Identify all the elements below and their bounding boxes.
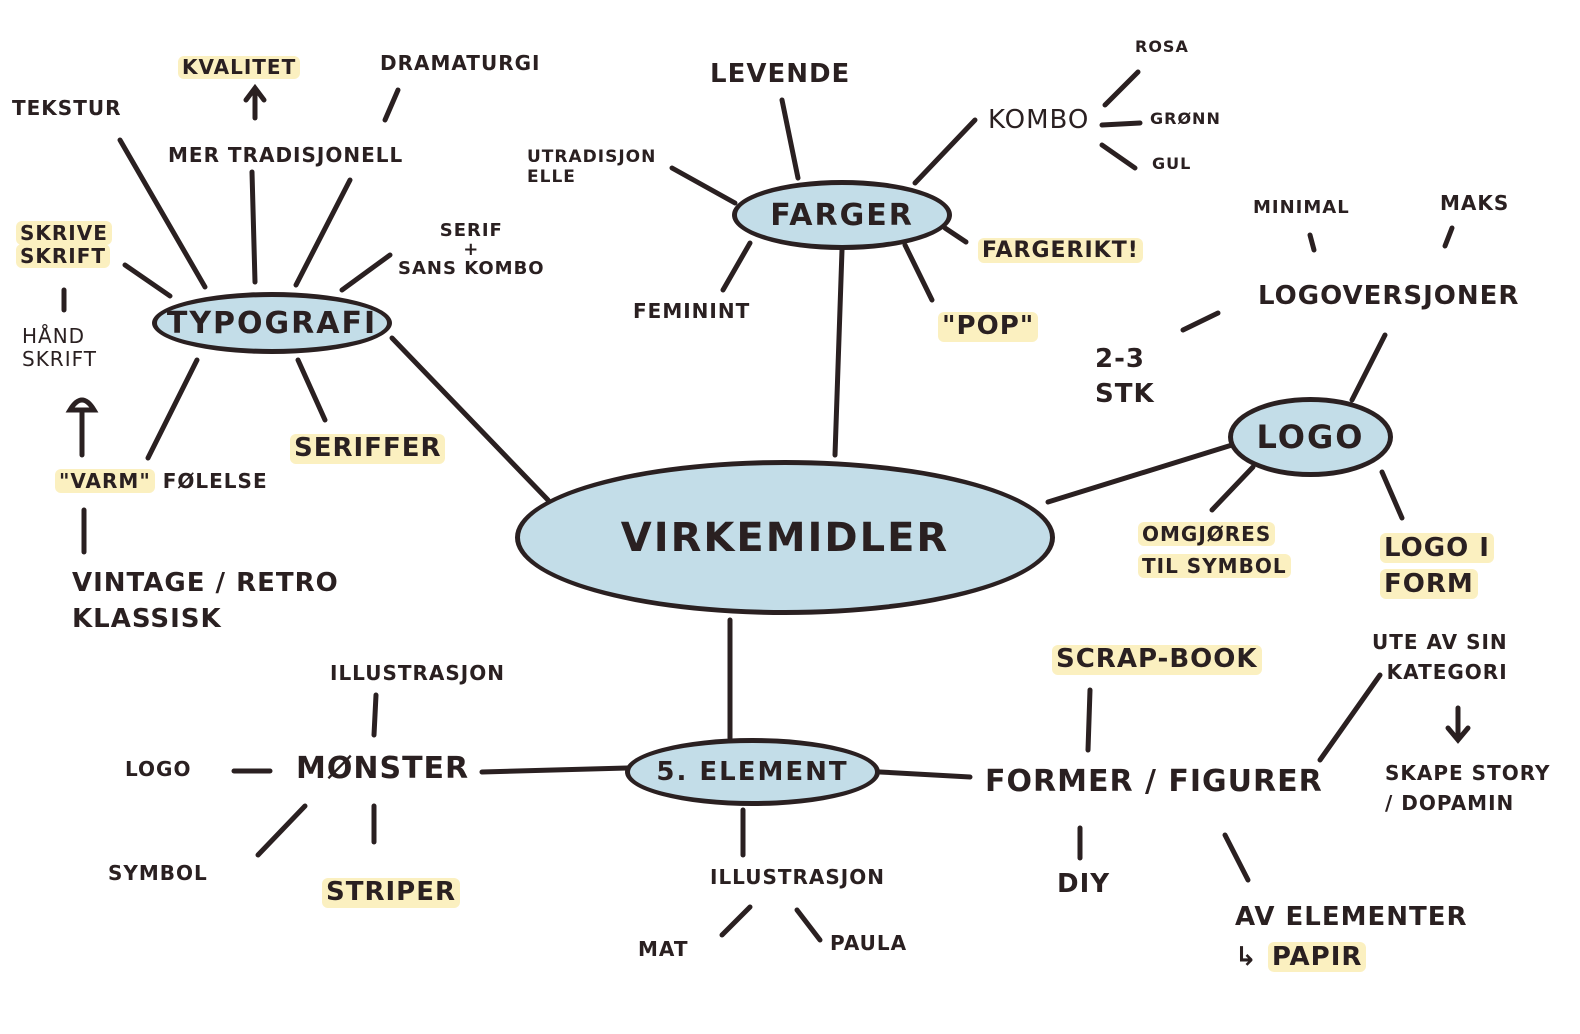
tekstur-label: TEKSTUR [12,96,122,120]
farger-label: FARGER [770,197,914,233]
mer-tradisjonell-label: MER TRADISJONELL [168,143,404,167]
logo-label: LOGO [1256,418,1365,456]
varm-folelse-label: "VARM" FØLELSE [55,469,268,493]
illustrasjon-monster-label: ILLUSTRASJON [330,661,505,685]
striper-label: STRIPER [322,877,460,908]
central-label: VIRKEMIDLER [620,514,950,561]
kvalitet-label: KVALITET [178,56,301,79]
central-node: VIRKEMIDLER [515,460,1055,615]
paula-label: PAULA [830,931,908,955]
typografi-label: TYPOGRAFI [166,305,378,341]
dramaturgi-label: DRAMATURGI [380,51,541,75]
symbol-label: SYMBOL [108,861,208,885]
gul-label: GUL [1152,154,1192,173]
logo-node: LOGO [1228,397,1393,477]
maks-label: MAKS [1440,191,1510,215]
levende-label: LEVENDE [710,59,851,89]
rosa-label: ROSA [1135,37,1189,56]
logo-monster-label: LOGO [125,757,192,781]
seriffer-label: SERIFFER [290,433,446,464]
element-label: 5. ELEMENT [656,757,849,787]
scrapbook-label: SCRAP-BOOK [1052,644,1262,675]
serif-sans-label: SERIF+SANS KOMBO [398,220,545,279]
diy-label: DIY [1057,869,1111,899]
former-label: FORMER / FIGURER [985,764,1323,799]
minimal-label: MINIMAL [1253,197,1350,218]
pop-label: "POP" [938,311,1039,342]
av-elementer-label: AV ELEMENTER↳ PAPIR [1235,902,1468,973]
kombo-label: KOMBO [988,105,1090,135]
feminint-label: FEMININT [633,299,751,323]
typografi-node: TYPOGRAFI [152,292,392,354]
farger-node: FARGER [732,180,952,250]
element-node: 5. ELEMENT [625,738,880,806]
skape-story-label: SKAPE STORY/ DOPAMIN [1385,761,1551,815]
logoversjoner-label: LOGOVERSJONER [1258,281,1520,311]
gronn-label: GRØNN [1150,109,1221,128]
mat-label: MAT [638,937,689,961]
monster-label: MØNSTER [296,751,470,786]
illustrasjon-label: ILLUSTRASJON [710,865,885,889]
fargerikt-label: FARGERIKT! [978,238,1143,264]
